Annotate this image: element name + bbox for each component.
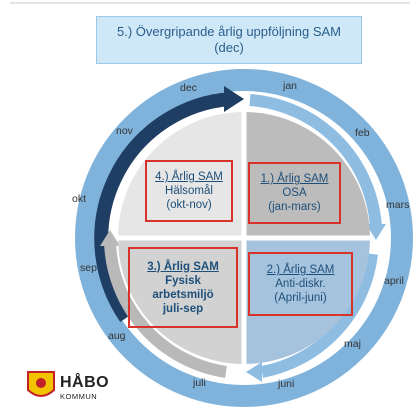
quadrant-1-period: (jan-mars): [268, 201, 321, 213]
arrow-head-bottom: [246, 362, 262, 382]
month-feb: feb: [355, 127, 370, 139]
month-juli: juli: [193, 377, 206, 389]
inner-arc-bottom: [260, 253, 378, 378]
quadrant-box-1: 1.) Årlig SAM OSA (jan-mars): [248, 162, 341, 224]
quadrant-box-3: 3.) Årlig SAM Fysisk arbetsmiljö juli-se…: [128, 247, 238, 328]
quadrant-4-topic: Hälsomål: [165, 185, 213, 197]
quadrant-fill-2: [244, 238, 370, 364]
quadrant-3-title: 3.) Årlig SAM: [147, 260, 219, 273]
month-maj: maj: [344, 338, 361, 350]
quadrant-fill-4: [118, 112, 244, 238]
month-juni: juni: [278, 378, 295, 390]
arrow-head-left: [100, 230, 120, 246]
quadrant-fill-3: [118, 238, 244, 364]
quadrant-3-period: juli-sep: [162, 302, 204, 315]
arrow-head-right: [366, 224, 386, 240]
inner-arc-left: [104, 241, 227, 378]
quadrant-box-2: 2.) Årlig SAM Anti-diskr. (April-juni): [248, 252, 353, 316]
month-april: april: [384, 275, 404, 287]
quadrant-box-4: 4.) Årlig SAM Hälsomål (okt-nov): [145, 160, 233, 222]
dark-arc: [94, 92, 231, 322]
quadrant-1-topic: OSA: [282, 187, 307, 199]
month-aug: aug: [108, 330, 126, 342]
month-dec: dec: [180, 82, 197, 94]
quadrant-3-topic: Fysisk: [165, 274, 201, 287]
dark-arrow-head: [224, 86, 244, 112]
logo-subtitle: KOMMUN: [60, 392, 98, 401]
logo-name: HÅBO: [60, 374, 110, 391]
month-jan: jan: [283, 80, 298, 92]
month-nov: nov: [116, 125, 133, 137]
quadrant-2-period: (April-juni): [274, 292, 327, 304]
month-okt: okt: [72, 193, 87, 205]
annual-review-banner: 5.) Övergripande årlig uppföljning SAM (…: [96, 16, 362, 64]
inner-arc-right: [249, 94, 382, 229]
quadrant-4-period: (okt-nov): [166, 199, 212, 211]
month-mars: mars: [386, 199, 410, 211]
banner-subtitle: (dec): [214, 40, 244, 55]
quadrant-fill-1: [244, 112, 370, 238]
quadrant-4-title: 4.) Årlig SAM: [155, 171, 223, 183]
quadrant-1-title: 1.) Årlig SAM: [260, 173, 329, 185]
quadrant-2-title: 2.) Årlig SAM: [266, 264, 335, 276]
banner-title: 5.) Övergripande årlig uppföljning SAM: [116, 24, 341, 39]
outer-ring: [75, 69, 413, 407]
quadrant-2-topic: Anti-diskr.: [275, 278, 326, 290]
month-sep: sep: [80, 262, 97, 274]
quadrant-3-subtopic: arbetsmiljö: [152, 288, 214, 301]
